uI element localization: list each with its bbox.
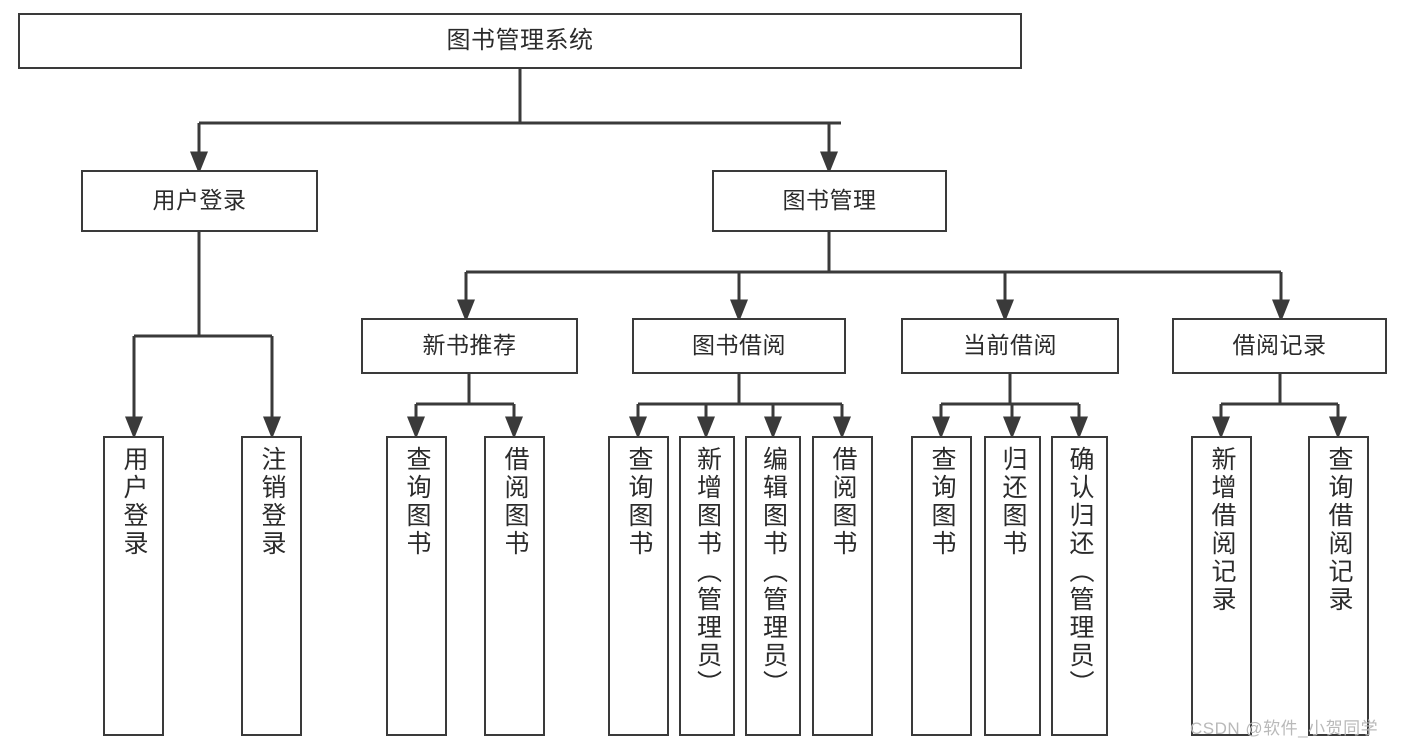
node-borrow-record[interactable]: 借阅记录 <box>1172 318 1387 374</box>
node-leaf-query-book-1[interactable]: 查询图书 <box>386 436 447 736</box>
node-leaf-confirm-return[interactable]: 确认归还（管理员） <box>1051 436 1108 736</box>
node-borrow-record-label: 借阅记录 <box>1232 332 1327 359</box>
node-leaf-edit-book-label: 编辑图书（管理员） <box>759 446 788 698</box>
node-user-login[interactable]: 用户登录 <box>81 170 318 232</box>
node-book-manage-label: 图书管理 <box>782 187 877 214</box>
node-leaf-add-borrow-record[interactable]: 新增借阅记录 <box>1191 436 1252 736</box>
node-leaf-query-borrow-record-label: 查询借阅记录 <box>1325 446 1353 614</box>
node-book-borrow-label: 图书借阅 <box>692 332 786 359</box>
node-leaf-add-book-label: 新增图书（管理员） <box>693 446 722 698</box>
node-leaf-add-book[interactable]: 新增图书（管理员） <box>679 436 735 736</box>
node-leaf-return-book-label: 归还图书 <box>999 446 1027 558</box>
node-leaf-borrow-book-2[interactable]: 借阅图书 <box>812 436 873 736</box>
node-leaf-return-book[interactable]: 归还图书 <box>984 436 1041 736</box>
node-leaf-borrow-book-1-label: 借阅图书 <box>501 446 529 558</box>
node-leaf-edit-book[interactable]: 编辑图书（管理员） <box>745 436 801 736</box>
node-leaf-query-book-3-label: 查询图书 <box>928 446 956 558</box>
node-leaf-query-book-2-label: 查询图书 <box>625 446 653 558</box>
csdn-watermark: CSDN @软件_小贺同学 <box>1190 719 1379 738</box>
node-leaf-query-book-3[interactable]: 查询图书 <box>911 436 972 736</box>
node-leaf-borrow-book-2-label: 借阅图书 <box>829 446 857 558</box>
node-leaf-query-book-2[interactable]: 查询图书 <box>608 436 669 736</box>
node-leaf-user-login[interactable]: 用户登录 <box>103 436 164 736</box>
node-book-borrow[interactable]: 图书借阅 <box>632 318 846 374</box>
node-leaf-confirm-return-label: 确认归还（管理员） <box>1066 446 1094 698</box>
node-leaf-user-logout-label: 注销登录 <box>258 446 286 558</box>
node-user-login-label: 用户登录 <box>152 187 247 214</box>
node-new-book-recommend-label: 新书推荐 <box>422 332 517 359</box>
node-leaf-add-borrow-record-label: 新增借阅记录 <box>1208 446 1236 614</box>
node-leaf-query-book-1-label: 查询图书 <box>403 446 431 558</box>
node-new-book-recommend[interactable]: 新书推荐 <box>361 318 578 374</box>
node-leaf-user-logout[interactable]: 注销登录 <box>241 436 302 736</box>
node-leaf-user-login-label: 用户登录 <box>120 446 148 558</box>
node-leaf-query-borrow-record[interactable]: 查询借阅记录 <box>1308 436 1369 736</box>
node-leaf-borrow-book-1[interactable]: 借阅图书 <box>484 436 545 736</box>
node-root[interactable]: 图书管理系统 <box>18 13 1022 69</box>
node-root-label: 图书管理系统 <box>446 26 594 54</box>
node-current-borrow-label: 当前借阅 <box>963 332 1057 359</box>
node-current-borrow[interactable]: 当前借阅 <box>901 318 1119 374</box>
node-book-manage[interactable]: 图书管理 <box>712 170 947 232</box>
